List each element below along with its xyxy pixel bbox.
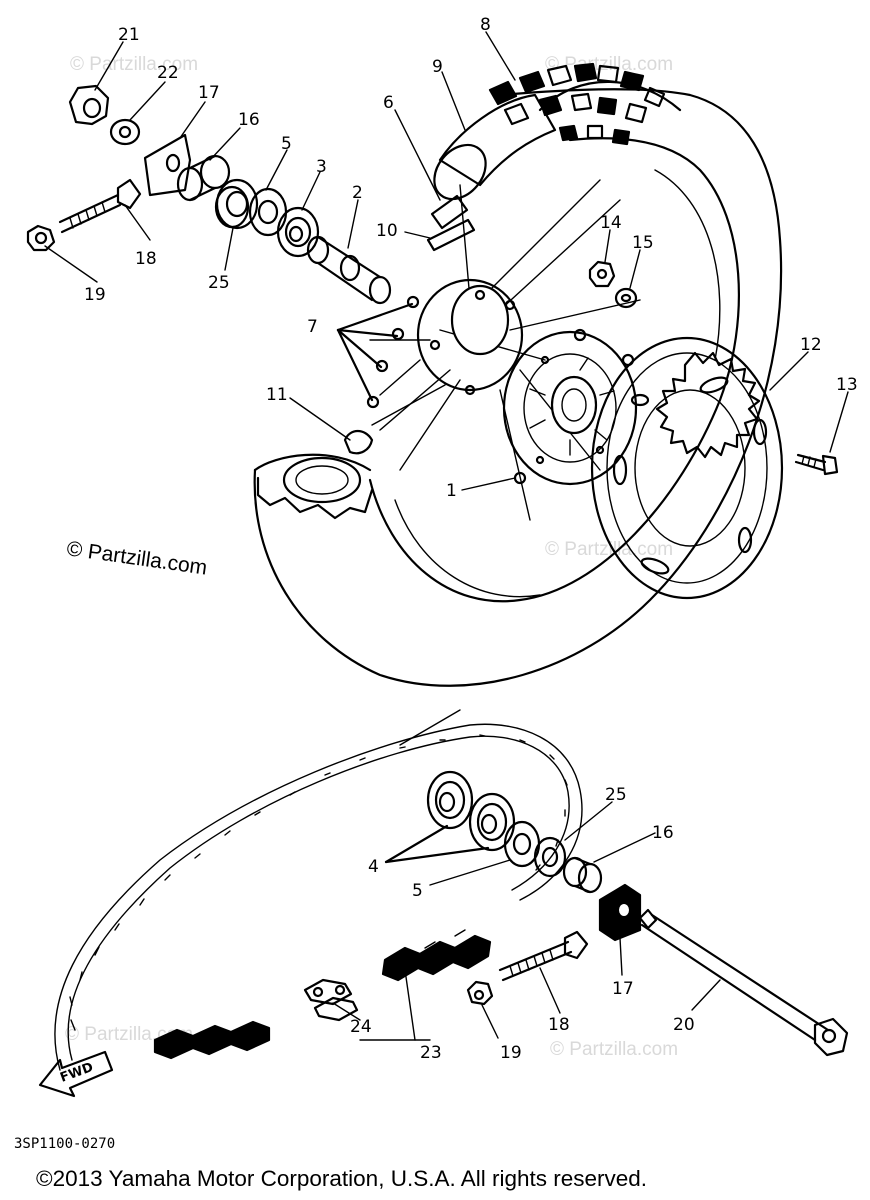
callout-16a: 16 <box>238 110 260 130</box>
rim-band <box>343 429 374 455</box>
callout-25a: 25 <box>208 273 230 293</box>
fwd-arrow-icon: FWD <box>38 1050 114 1098</box>
callout-21: 21 <box>118 25 140 45</box>
callout-10: 10 <box>376 221 398 241</box>
part-code: 3SP1100-0270 <box>14 1136 115 1152</box>
callout-20: 20 <box>673 1015 695 1035</box>
watermark-3: © Partzilla.com <box>545 539 673 560</box>
callout-11-label: 11 <box>266 385 288 405</box>
copyright-text: ©2013 Yamaha Motor Corporation, U.S.A. A… <box>36 1166 647 1191</box>
callout-1: 1 <box>446 481 457 501</box>
left-axle-parts <box>26 84 392 305</box>
callout-19b-label: 19 <box>500 1043 522 1063</box>
callout-24: 24 <box>350 1017 372 1037</box>
callout-19a: 19 <box>84 285 106 305</box>
callout-4: 4 <box>368 857 379 877</box>
tire <box>253 62 783 687</box>
callout-5b: 5 <box>412 881 423 901</box>
callout-5a: 5 <box>281 134 292 154</box>
callout-13: 13 <box>836 375 858 395</box>
callout-14: 14 <box>600 213 622 233</box>
callout-9: 9 <box>432 57 443 77</box>
watermark-2: © Partzilla.com <box>545 54 673 75</box>
callout-18a: 18 <box>135 249 157 269</box>
callout-22: 22 <box>157 63 179 83</box>
right-axle-parts <box>426 770 849 1057</box>
callout-23: 23 <box>420 1043 442 1063</box>
callout-6: 6 <box>383 93 394 113</box>
callout-3: 3 <box>316 157 327 177</box>
nipples <box>366 295 420 409</box>
callout-17b: 17 <box>612 979 634 999</box>
callout-12: 12 <box>800 335 822 355</box>
watermarks: © Partzilla.com © Partzilla.com © Partzi… <box>65 54 678 1060</box>
callout-8: 8 <box>480 15 491 35</box>
callout-18b: 18 <box>548 1015 570 1035</box>
watermark-5: © Partzilla.com <box>550 1039 678 1060</box>
sprocket-fasteners <box>588 260 839 476</box>
callout-15: 15 <box>632 233 654 253</box>
leader-lines <box>44 31 849 1041</box>
fwd-label: FWD <box>58 1060 95 1086</box>
watermark-1: © Partzilla.com <box>70 54 198 75</box>
chain <box>54 723 583 1071</box>
tube <box>426 80 682 252</box>
hub <box>416 278 638 486</box>
callouts: 21 22 17 16 5 3 2 8 9 6 10 18 25 19 14 1… <box>84 15 858 1063</box>
callout-16b: 16 <box>652 823 674 843</box>
sprocket <box>590 336 784 600</box>
callout-7: 7 <box>307 317 318 337</box>
callout-25b: 25 <box>605 785 627 805</box>
callout-17a: 17 <box>198 83 220 103</box>
watermark-main: © Partzilla.com <box>65 537 208 579</box>
callout-2: 2 <box>352 183 363 203</box>
